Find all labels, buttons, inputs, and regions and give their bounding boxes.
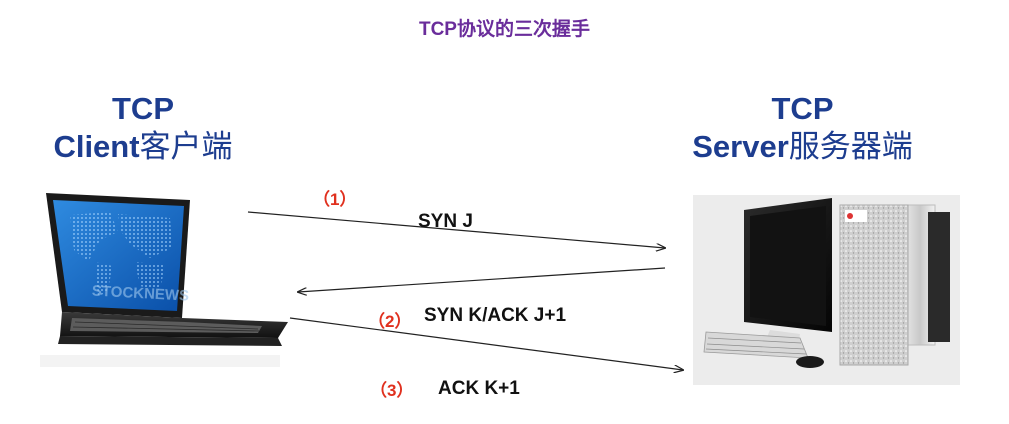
step-2-number: （2）	[368, 307, 411, 332]
server-icon	[693, 195, 960, 385]
step-3-number: （3）	[370, 376, 413, 401]
step-2-label: SYN K/ACK J+1	[424, 305, 566, 327]
step-1-label: SYN J	[418, 211, 473, 233]
step-1-number: （1）	[313, 185, 356, 210]
laptop-icon: STOCKNEWS	[40, 193, 288, 367]
step-3-label: ACK K+1	[438, 378, 520, 400]
arrow-syn-ack	[298, 268, 665, 292]
